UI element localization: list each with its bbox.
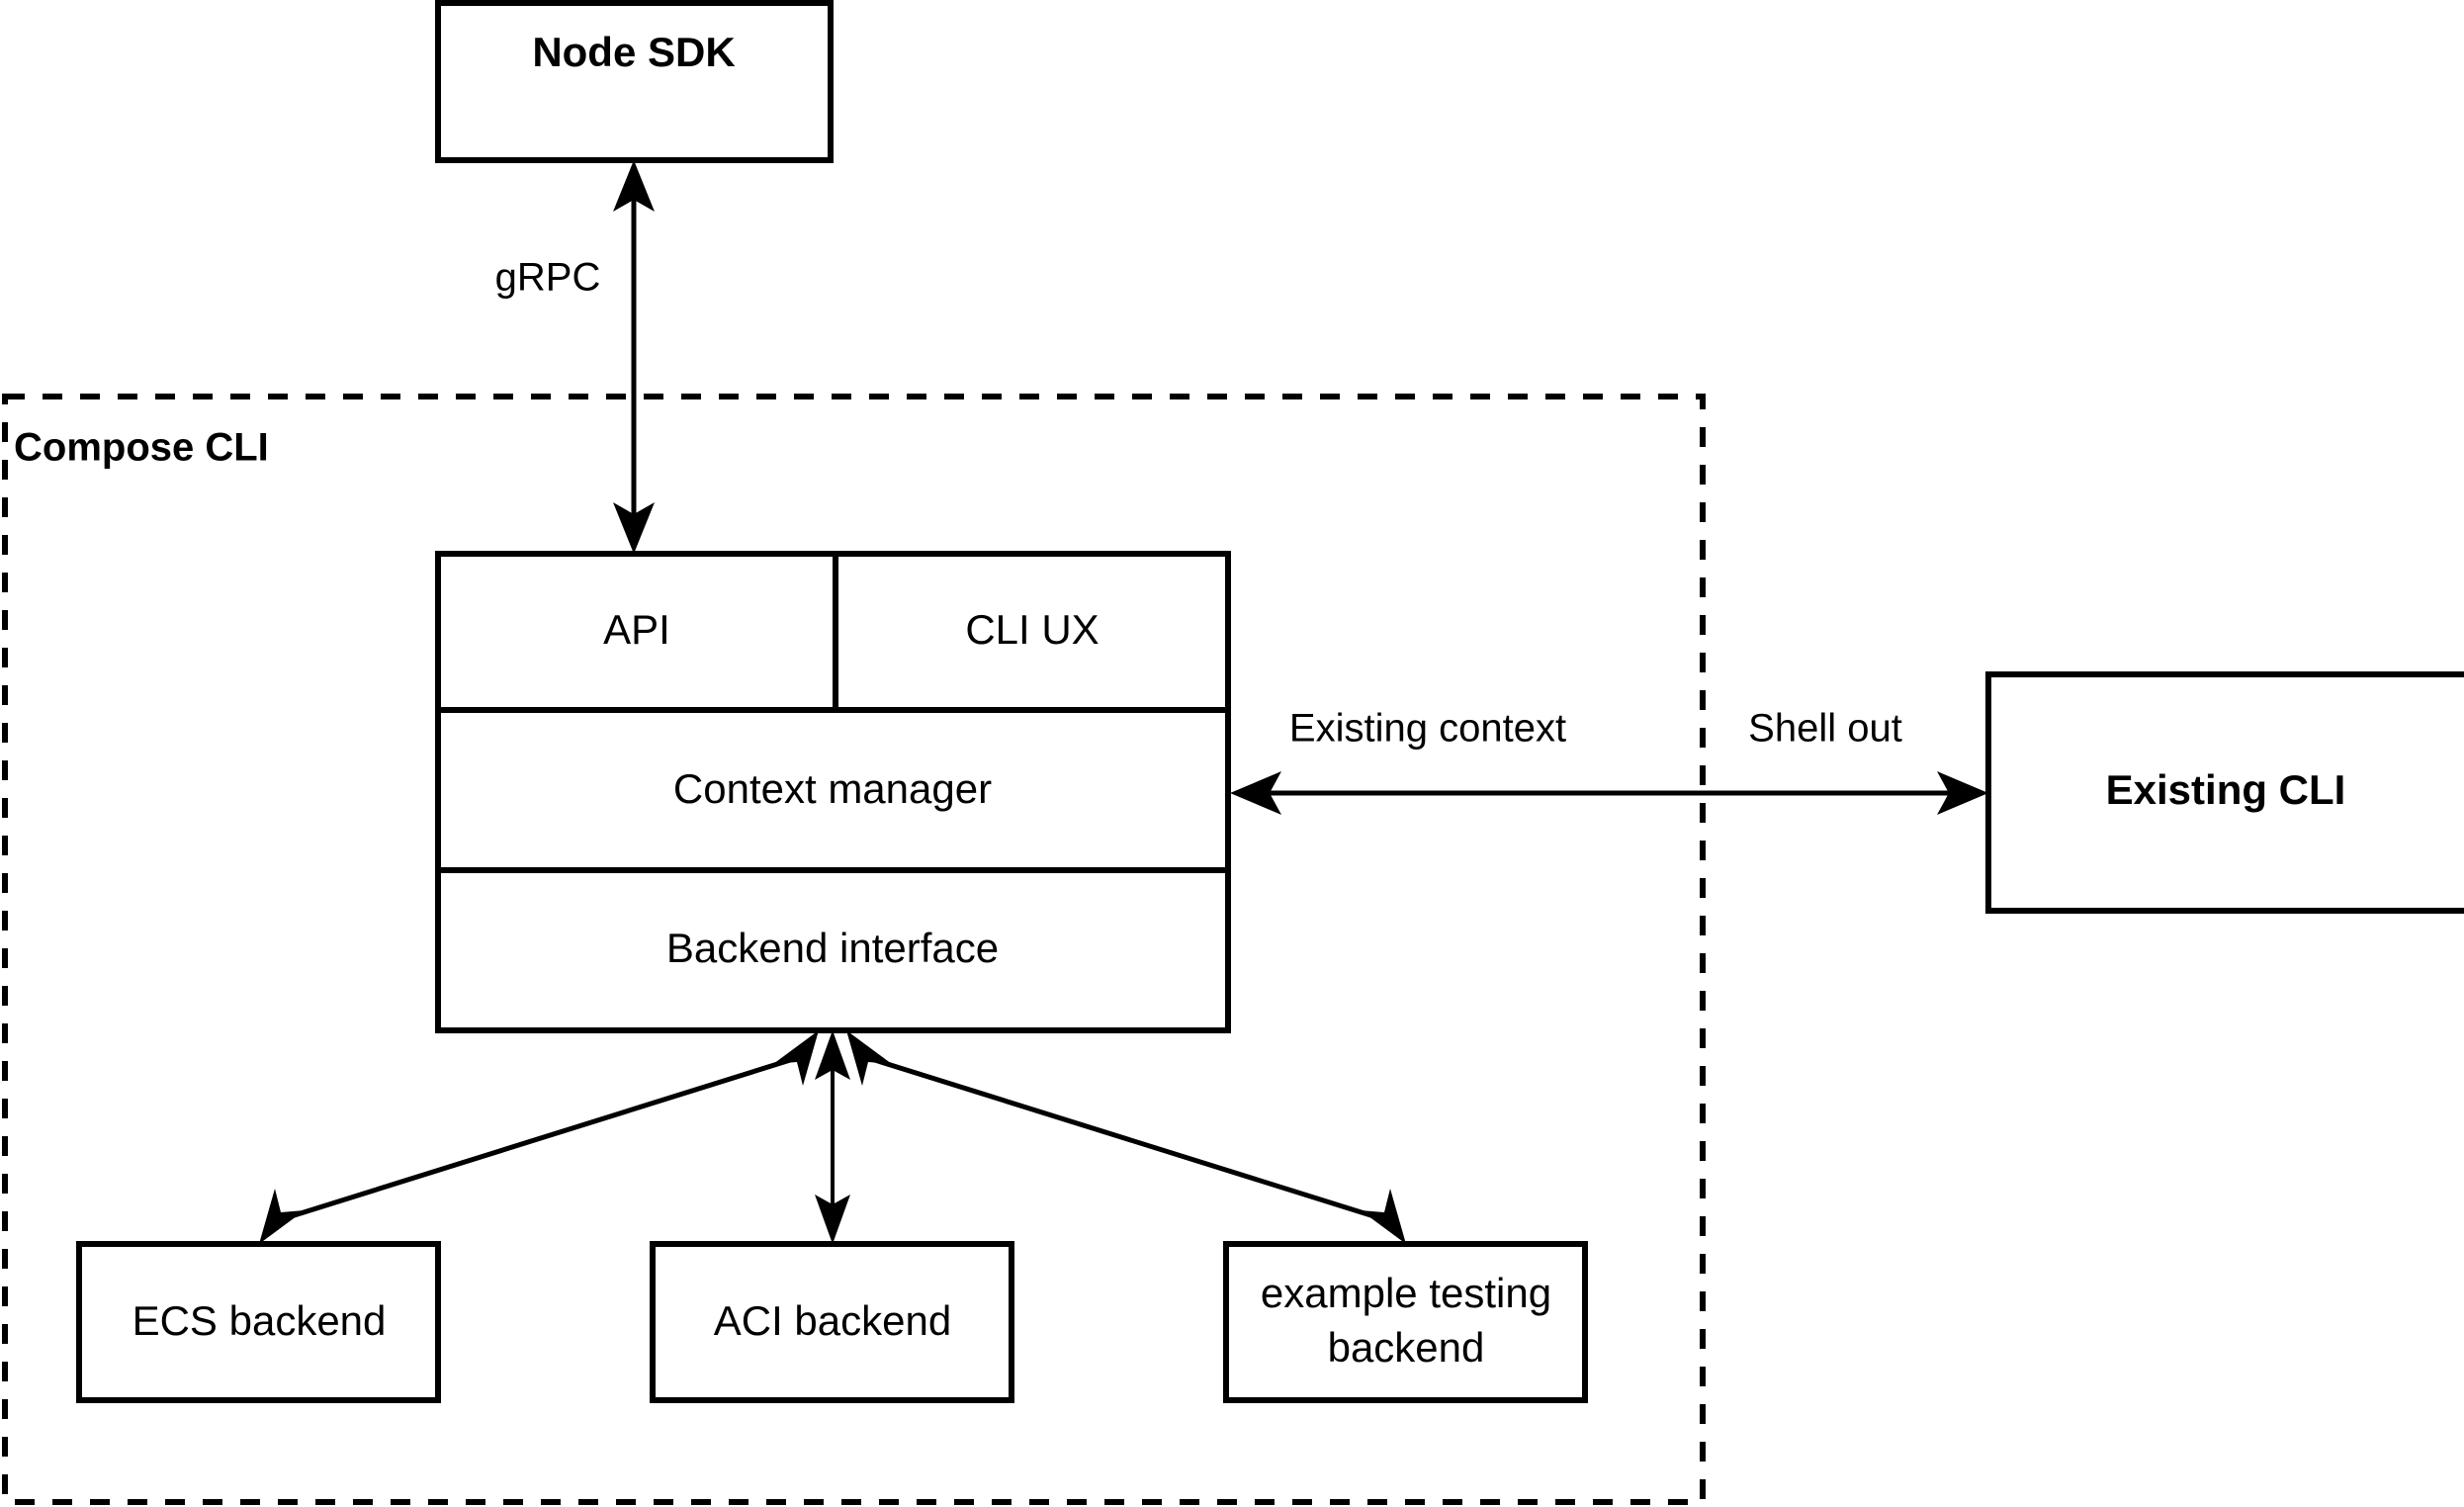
existing-cli-rect[interactable] <box>1985 671 2464 914</box>
ecs-backend-rect[interactable] <box>76 1241 441 1403</box>
api-label: API <box>603 606 670 653</box>
existing-cli-label: Existing CLI <box>2106 766 2346 813</box>
grpc-edge-label: gRPC <box>495 256 601 300</box>
edge-backend-aci <box>815 1030 850 1244</box>
grpc-arrow-head-up <box>613 160 655 212</box>
context-manager-cell[interactable]: Context manager <box>673 765 992 812</box>
edge-backend-example <box>846 1030 1406 1244</box>
compose-cli-group-label: Compose CLI <box>14 426 269 470</box>
context-manager-label: Context manager <box>673 765 992 812</box>
aci-backend-rect[interactable] <box>650 1241 1014 1403</box>
example-testing-backend-label-line1: example testing <box>1261 1270 1551 1316</box>
existing-context-edge-label: Existing context <box>1289 707 1566 751</box>
example-testing-backend-box[interactable]: example testing backend <box>1223 1241 1588 1403</box>
ecs-backend-box[interactable]: ECS backend <box>76 1241 441 1403</box>
cli-ux-label: CLI UX <box>965 606 1099 653</box>
example-testing-backend-label-line2: backend <box>1328 1324 1485 1371</box>
shell-out-arrow-head <box>1937 771 1988 815</box>
api-cell[interactable]: API <box>603 606 670 653</box>
existing-cli-box[interactable]: Existing CLI <box>1985 671 2464 914</box>
aci-backend-box[interactable]: ACI backend <box>650 1241 1014 1403</box>
existing-context-arrow-head <box>1230 771 1281 815</box>
group-compose-cli: Compose CLI <box>2 394 1706 1505</box>
example-arrow-line <box>861 1053 1381 1221</box>
shell-out-edge-label: Shell out <box>1748 707 1902 751</box>
edge-backend-ecs <box>259 1030 819 1244</box>
node-sdk-rect[interactable] <box>435 0 834 163</box>
ecs-backend-label: ECS backend <box>132 1297 387 1344</box>
example-arrow-head-up <box>846 1030 892 1086</box>
ecs-arrow-head-down <box>259 1189 305 1244</box>
edge-existing-cli: Existing context Shell out <box>1230 707 1988 815</box>
aci-arrow-head-down <box>815 1195 850 1244</box>
node-sdk-box[interactable]: Node SDK <box>435 0 834 163</box>
backend-interface-cell[interactable]: Backend interface <box>666 925 999 971</box>
aci-backend-label: ACI backend <box>714 1297 951 1344</box>
node-sdk-label: Node SDK <box>532 29 735 75</box>
backend-interface-label: Backend interface <box>666 925 999 971</box>
ecs-arrow-head-up <box>773 1030 819 1086</box>
example-testing-backend-rect[interactable] <box>1223 1241 1588 1403</box>
edge-grpc: gRPC <box>495 160 655 554</box>
compose-cli-group-border <box>2 394 1706 1505</box>
cli-ux-cell[interactable]: CLI UX <box>965 606 1099 653</box>
aci-arrow-head-up <box>815 1030 850 1080</box>
grpc-arrow-head-down <box>613 502 655 554</box>
example-arrow-head-down <box>1361 1189 1406 1244</box>
cli-stack-box: API CLI UX Context manager Backend inter… <box>435 551 1231 1033</box>
ecs-arrow-line <box>284 1053 804 1221</box>
